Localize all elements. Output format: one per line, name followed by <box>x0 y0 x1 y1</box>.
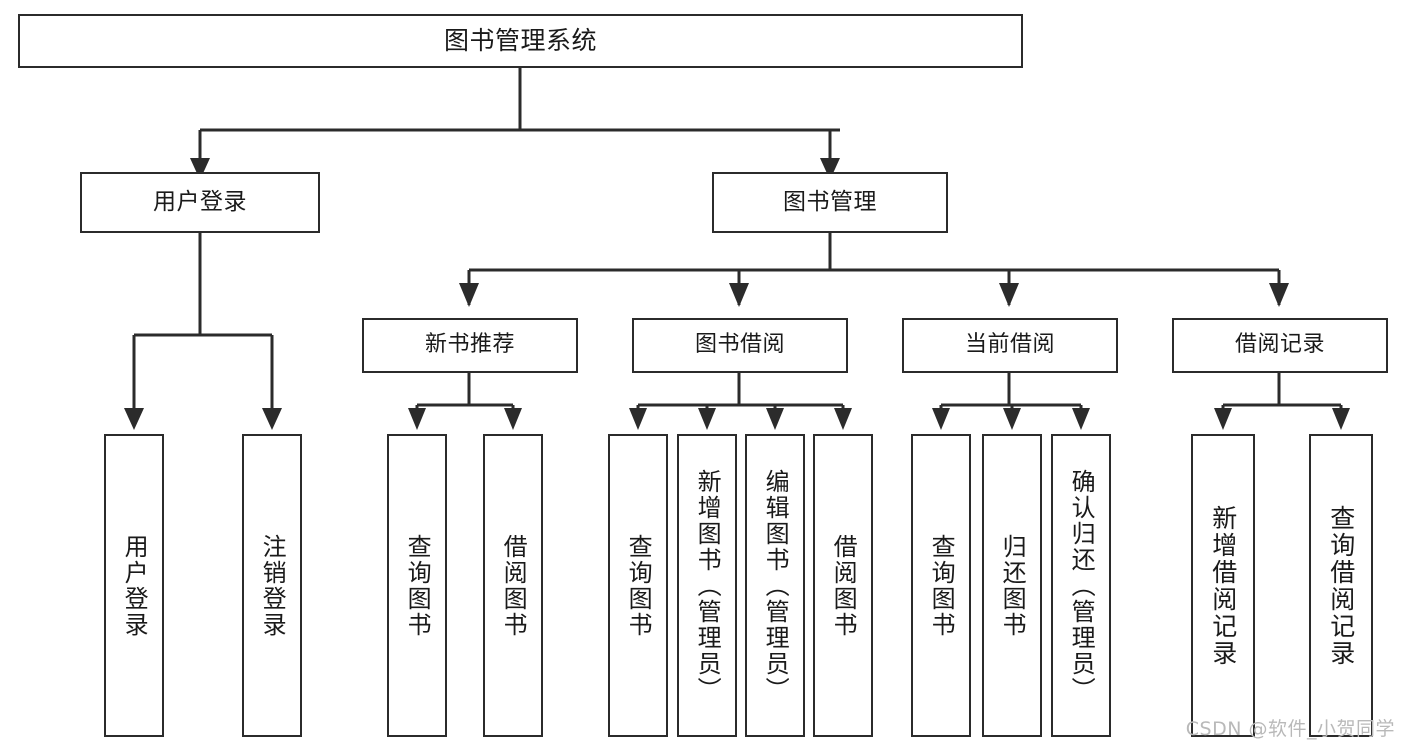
arrow-to-new-book-recommend <box>459 283 479 307</box>
node-leaf-borrow-book-2-label: 借阅图书 <box>829 533 858 638</box>
arrow-to-leaf-add-book <box>698 408 716 430</box>
node-leaf-borrow-book-1[interactable]: 借阅图书 <box>483 434 543 737</box>
node-leaf-user-login[interactable]: 用户登录 <box>104 434 164 737</box>
arrow-to-leaf-borrow-book-1 <box>504 408 522 430</box>
arrow-to-leaf-query-book-3 <box>932 408 950 430</box>
node-book-borrow[interactable]: 图书借阅 <box>632 318 848 373</box>
arrow-to-leaf-return-book <box>1003 408 1021 430</box>
node-leaf-add-record[interactable]: 新增借阅记录 <box>1191 434 1255 737</box>
node-leaf-return-book[interactable]: 归还图书 <box>982 434 1042 737</box>
node-leaf-user-login-label: 用户登录 <box>120 533 149 638</box>
arrow-to-leaf-query-record <box>1332 408 1350 430</box>
arrow-to-borrow-record <box>1269 283 1289 307</box>
node-leaf-add-record-label: 新增借阅记录 <box>1208 504 1238 667</box>
node-book-manage[interactable]: 图书管理 <box>712 172 948 233</box>
node-leaf-query-record[interactable]: 查询借阅记录 <box>1309 434 1373 737</box>
node-leaf-return-book-label: 归还图书 <box>998 533 1027 638</box>
node-borrow-record-label: 借阅记录 <box>1234 332 1325 358</box>
arrow-to-leaf-add-record <box>1214 408 1232 430</box>
node-new-book-recommend[interactable]: 新书推荐 <box>362 318 578 373</box>
node-leaf-add-book-label: 新增图书（管理员） <box>693 468 722 703</box>
arrow-to-user-login <box>190 158 210 180</box>
arrow-to-leaf-user-login <box>124 408 144 430</box>
node-user-login[interactable]: 用户登录 <box>80 172 320 233</box>
node-leaf-query-record-label: 查询借阅记录 <box>1326 504 1356 667</box>
arrow-to-leaf-query-book-2 <box>629 408 647 430</box>
node-leaf-confirm-return-label: 确认归还（管理员） <box>1067 468 1096 703</box>
node-leaf-query-book-1-label: 查询图书 <box>403 533 432 638</box>
arrow-to-leaf-query-book-1 <box>408 408 426 430</box>
node-leaf-edit-book-label: 编辑图书（管理员） <box>761 468 790 703</box>
node-borrow-record[interactable]: 借阅记录 <box>1172 318 1388 373</box>
node-current-borrow-label: 当前借阅 <box>964 332 1055 358</box>
arrow-to-leaf-edit-book <box>766 408 784 430</box>
arrowheads <box>124 158 1350 430</box>
node-leaf-query-book-2[interactable]: 查询图书 <box>608 434 668 737</box>
arrow-to-current-borrow <box>999 283 1019 307</box>
node-book-borrow-label: 图书借阅 <box>694 332 785 358</box>
arrow-to-book-borrow <box>729 283 749 307</box>
arrow-to-leaf-user-logout <box>262 408 282 430</box>
node-leaf-borrow-book-2[interactable]: 借阅图书 <box>813 434 873 737</box>
node-leaf-user-logout[interactable]: 注销登录 <box>242 434 302 737</box>
node-root[interactable]: 图书管理系统 <box>18 14 1023 68</box>
node-user-login-label: 用户登录 <box>153 188 247 215</box>
node-leaf-edit-book[interactable]: 编辑图书（管理员） <box>745 434 805 737</box>
node-book-manage-label: 图书管理 <box>783 188 877 215</box>
arrow-to-leaf-borrow-book-2 <box>834 408 852 430</box>
node-leaf-query-book-2-label: 查询图书 <box>624 533 653 638</box>
node-leaf-confirm-return[interactable]: 确认归还（管理员） <box>1051 434 1111 737</box>
node-current-borrow[interactable]: 当前借阅 <box>902 318 1118 373</box>
node-leaf-borrow-book-1-label: 借阅图书 <box>499 533 528 638</box>
arrow-to-leaf-confirm-return <box>1072 408 1090 430</box>
node-new-book-recommend-label: 新书推荐 <box>424 332 515 358</box>
node-leaf-query-book-3-label: 查询图书 <box>927 533 956 638</box>
node-leaf-query-book-1[interactable]: 查询图书 <box>387 434 447 737</box>
arrow-to-book-manage <box>820 158 840 180</box>
node-root-label: 图书管理系统 <box>443 26 597 55</box>
node-leaf-user-logout-label: 注销登录 <box>258 533 287 638</box>
node-leaf-add-book[interactable]: 新增图书（管理员） <box>677 434 737 737</box>
node-leaf-query-book-3[interactable]: 查询图书 <box>911 434 971 737</box>
